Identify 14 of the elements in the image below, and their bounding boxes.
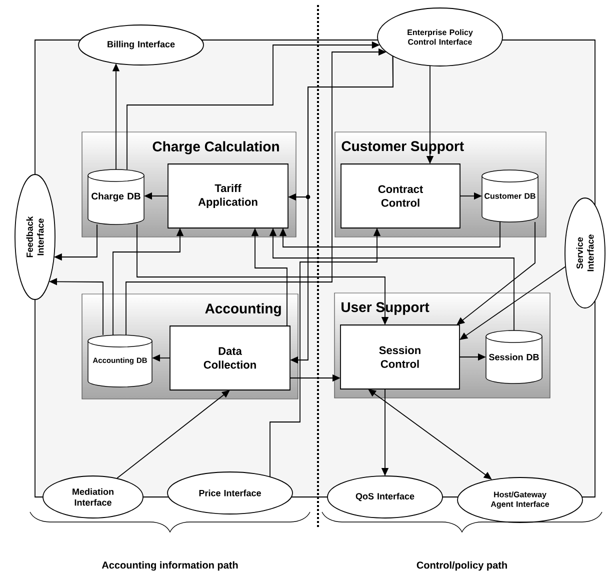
arrow (279, 222, 500, 248)
arrow (456, 222, 536, 325)
database-cylinder: Session DB (486, 330, 542, 384)
arrow (460, 266, 566, 340)
arrow (116, 390, 230, 479)
node-label: Service Interface (576, 234, 594, 272)
database-cylinder: Customer DB (482, 170, 538, 222)
process-box: Data Collection (170, 326, 290, 390)
database-cylinder: Charge DB (88, 169, 144, 225)
path-label: Control/policy path (416, 561, 507, 571)
process-box: Contract Control (340, 164, 460, 228)
process-box: Tariff Application (168, 164, 288, 228)
process-box: Session Control (340, 324, 460, 390)
path-label: Accounting information path (102, 561, 238, 571)
